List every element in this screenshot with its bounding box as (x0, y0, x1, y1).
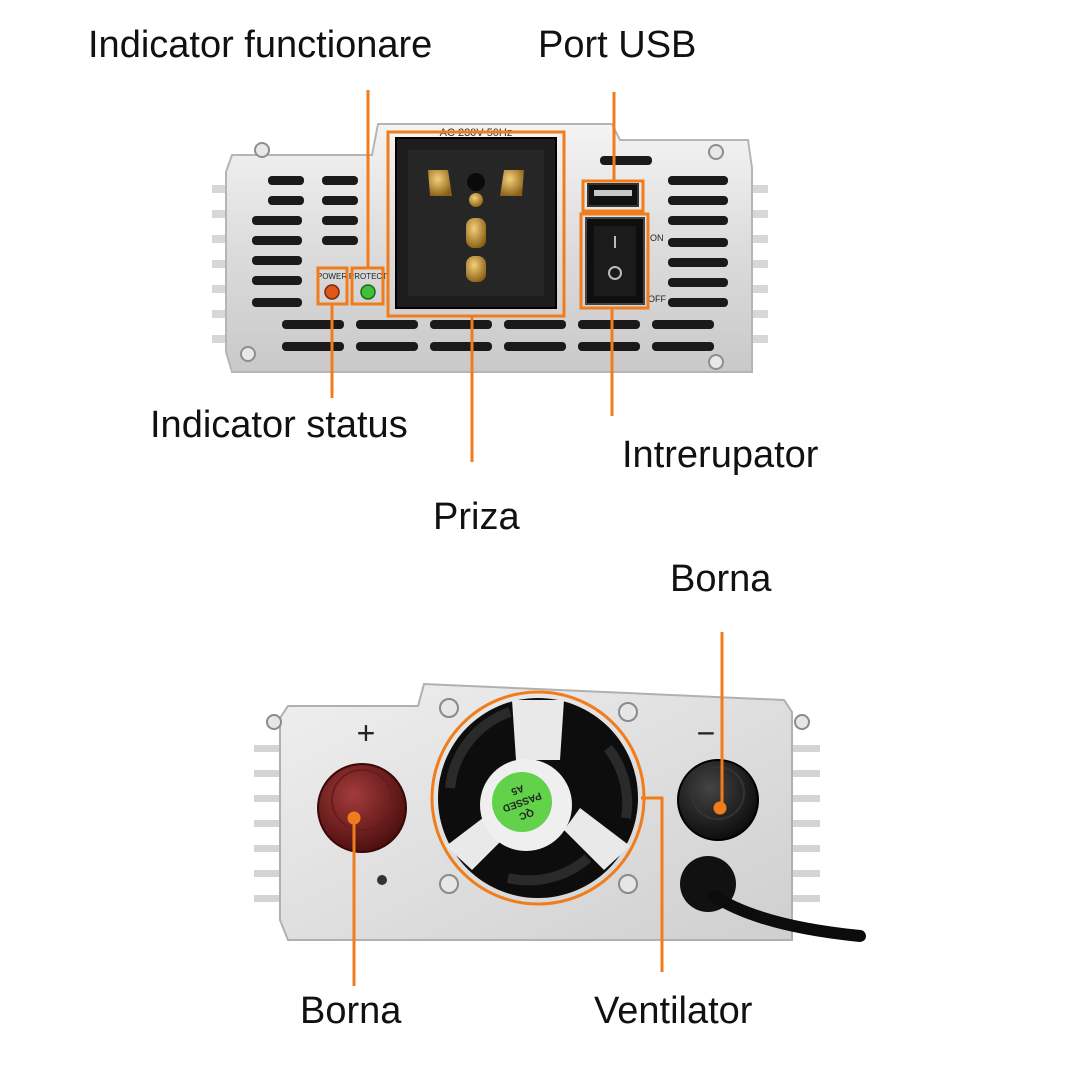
socket-highlight (386, 130, 566, 318)
label-borna-bottom: Borna (300, 990, 402, 1032)
minus-sign: − (697, 715, 716, 751)
positive-terminal (317, 763, 407, 853)
power-led (324, 284, 340, 300)
usb-port (587, 183, 639, 207)
top-callout-boxes (316, 130, 650, 318)
qc-text-1: QC (517, 806, 535, 821)
rear-panel: + − QC PASSED A5 (254, 682, 866, 942)
front-panel: AC 230V 50Hz POWER PROTECT (212, 123, 768, 373)
label-ventilator: Ventilator (594, 990, 753, 1032)
front-screws (240, 142, 724, 370)
label-port-usb: Port USB (538, 24, 697, 66)
fan: QC PASSED A5 (438, 698, 638, 898)
rear-left-fins (254, 745, 288, 902)
qc-text-3: A5 (509, 782, 525, 797)
power-led-group: POWER (317, 272, 347, 300)
negative-terminal (677, 759, 759, 841)
rear-screws (266, 698, 810, 894)
small-hole (377, 875, 387, 885)
protect-led-group: PROTECT (349, 272, 387, 300)
leader-ventilator (641, 796, 664, 972)
label-priza: Priza (433, 496, 520, 538)
label-indicator-status: Indicator status (150, 404, 408, 446)
bottom-callouts (347, 632, 727, 986)
protect-led-label: PROTECT (349, 272, 387, 281)
label-indicator-functionare: Indicator functionare (88, 24, 433, 66)
power-led-label: POWER (317, 272, 347, 281)
plus-sign: + (357, 715, 376, 751)
cable (680, 856, 866, 942)
switch-highlight (579, 212, 650, 310)
right-fins (740, 185, 768, 343)
label-intrerupator: Intrerupator (622, 434, 819, 476)
protect-led (360, 284, 376, 300)
label-borna-top: Borna (670, 558, 772, 600)
top-leader-lines (330, 90, 616, 462)
switch-off-text: OFF (648, 294, 666, 304)
power-switch: ON OFF (585, 217, 666, 305)
switch-on-text: ON (650, 233, 664, 243)
socket: AC 230V 50Hz (395, 127, 557, 309)
rear-right-fins (786, 745, 820, 902)
qc-sticker (492, 772, 552, 832)
